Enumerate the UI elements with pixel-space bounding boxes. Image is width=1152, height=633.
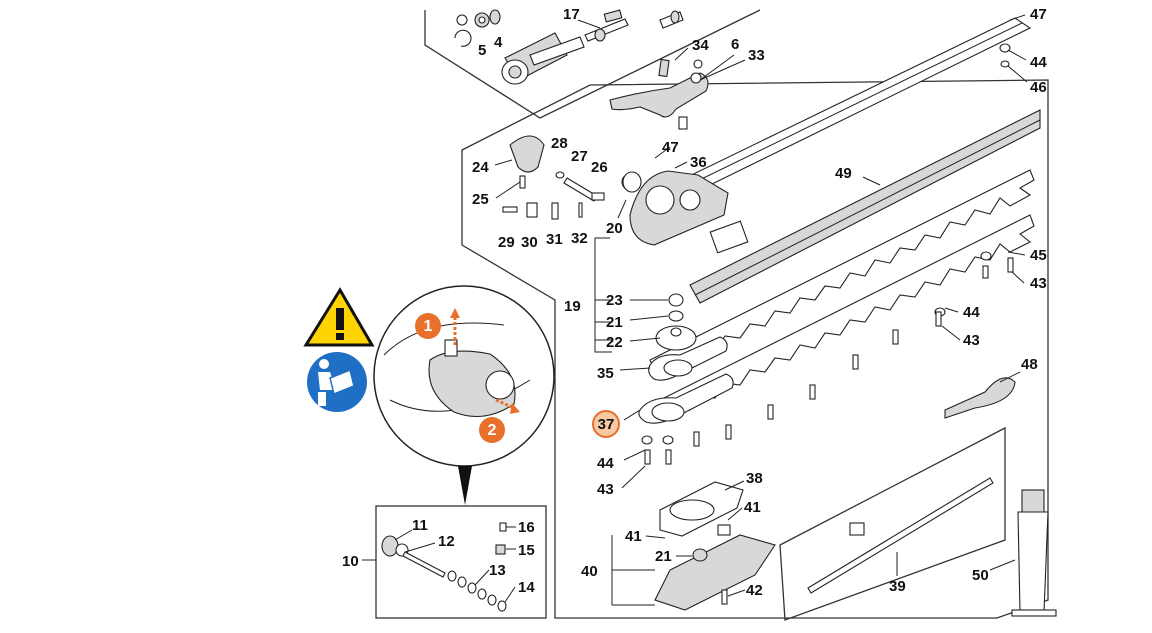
callout-30: 30 — [521, 234, 538, 251]
leader-lines — [362, 14, 1028, 606]
grease-tube-part — [1011, 489, 1057, 617]
callout-29: 29 — [498, 234, 515, 251]
callout-17: 17 — [563, 6, 580, 23]
callout-21-low: 21 — [655, 548, 672, 565]
callout-35: 35 — [597, 365, 614, 382]
callout-47-top: 47 — [1030, 6, 1047, 23]
callout-47-mid: 47 — [662, 139, 679, 156]
callout-46: 46 — [1030, 79, 1047, 96]
blade-inset-frame — [779, 426, 1006, 621]
callout-39: 39 — [889, 578, 906, 595]
step-1-badge: 1 — [415, 308, 460, 345]
callout-31: 31 — [546, 231, 563, 248]
callout-11: 11 — [412, 517, 428, 534]
blade-inset-parts — [807, 477, 994, 594]
top-inset-parts — [454, 9, 684, 85]
callout-16: 16 — [518, 519, 535, 536]
callout-14: 14 — [518, 579, 535, 596]
callout-26: 26 — [591, 159, 608, 176]
callout-42: 42 — [746, 582, 763, 599]
detail-magnifier-circle — [373, 285, 555, 505]
callout-48: 48 — [1021, 356, 1038, 373]
callout-22: 22 — [606, 334, 623, 351]
callout-10: 10 — [342, 553, 359, 570]
blade-guard-part — [944, 377, 1016, 419]
callout-4: 4 — [494, 34, 503, 51]
callout-49: 49 — [835, 165, 852, 182]
callout-40: 40 — [581, 563, 598, 580]
svg-text:2: 2 — [488, 422, 497, 439]
callout-20: 20 — [606, 220, 623, 237]
callout-15: 15 — [518, 542, 535, 559]
callout-41-right: 41 — [744, 499, 761, 516]
callout-37-highlight — [592, 410, 620, 438]
gearbox-cover-parts — [654, 481, 776, 611]
callout-24: 24 — [472, 159, 489, 176]
callout-23: 23 — [606, 292, 623, 309]
warning-triangle-icon — [303, 287, 375, 347]
callout-44-mid: 44 — [963, 304, 980, 321]
callout-43-mid: 43 — [963, 332, 980, 349]
callout-28: 28 — [551, 135, 568, 152]
read-manual-icon — [307, 352, 367, 412]
callout-41-left: 41 — [625, 528, 642, 545]
callout-5: 5 — [478, 42, 486, 59]
callout-34: 34 — [692, 37, 709, 54]
callout-27: 27 — [571, 148, 588, 165]
svg-text:1: 1 — [424, 318, 433, 335]
callout-38: 38 — [746, 470, 763, 487]
callout-33: 33 — [748, 47, 765, 64]
callout-25: 25 — [472, 191, 489, 208]
callout-44-low: 44 — [597, 455, 614, 472]
step-2-badge: 2 — [479, 398, 520, 443]
callout-19: 19 — [564, 298, 581, 315]
callout-43-low: 43 — [597, 481, 614, 498]
callout-32: 32 — [571, 230, 588, 247]
front-handle-part — [609, 58, 709, 130]
top-inset-frame — [424, 9, 761, 119]
callout-45: 45 — [1030, 247, 1047, 264]
callout-43-right: 43 — [1030, 275, 1047, 292]
blade-bar-assembly — [621, 17, 1041, 465]
callout-21: 21 — [606, 314, 623, 331]
callout-13: 13 — [489, 562, 506, 579]
left-small-parts — [502, 135, 642, 220]
callout-44-top: 44 — [1030, 54, 1047, 71]
callout-labels: 17 47 5 4 34 6 33 44 46 24 28 27 26 47 3… — [342, 6, 1047, 599]
callout-36: 36 — [690, 154, 707, 171]
callout-37: 37 — [598, 416, 615, 433]
callout-50: 50 — [972, 567, 989, 584]
main-frame — [461, 79, 1049, 619]
callout-6: 6 — [731, 36, 739, 53]
detail-inset-parts — [381, 522, 507, 612]
detail-inset-frame — [375, 505, 547, 619]
callout-12: 12 — [438, 533, 455, 550]
